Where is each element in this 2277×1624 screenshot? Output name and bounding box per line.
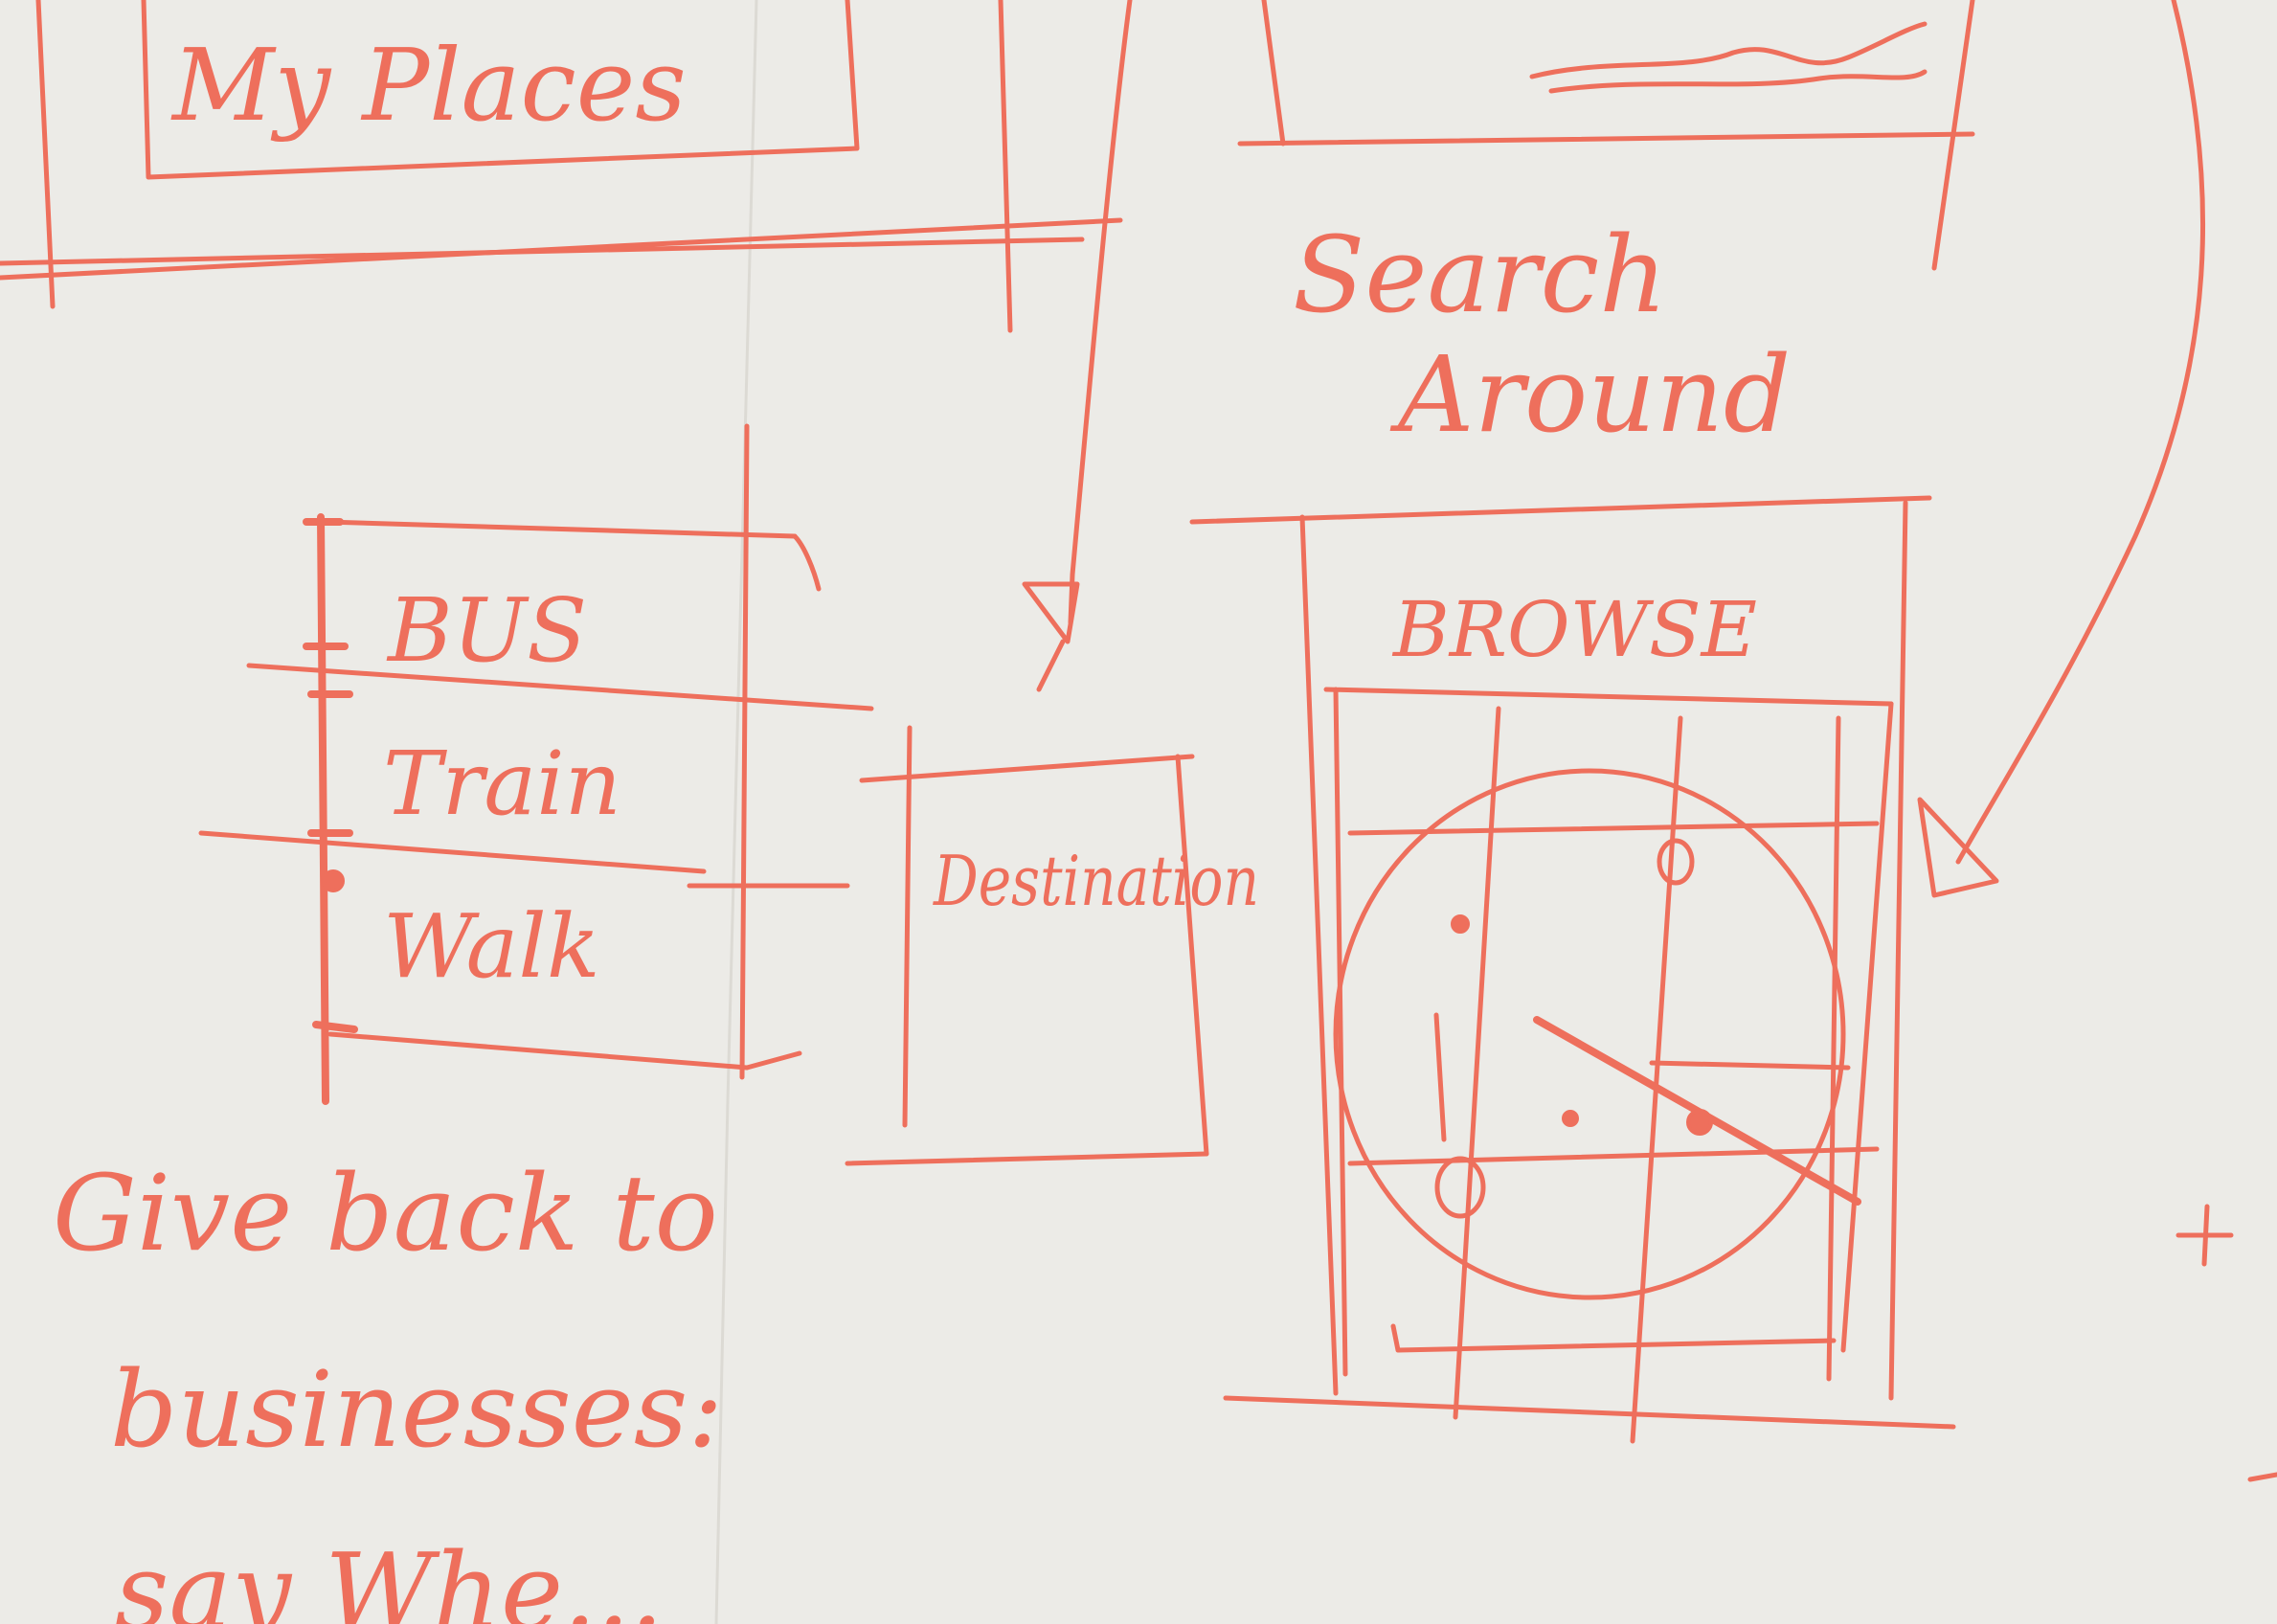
- squiggle-line: [1529, 21, 1928, 79]
- paper-crease: [714, 0, 758, 1624]
- my-places-label: My Places: [170, 27, 687, 144]
- browse-panel: BROWSE: [1189, 495, 1956, 1430]
- top-left-screen: [0, 0, 1123, 333]
- map-point-icon: [1451, 914, 1470, 934]
- squiggle-line-2: [1548, 69, 1928, 94]
- destination-box[interactable]: Destination: [845, 725, 1259, 1166]
- menu-item-bus[interactable]: BUS: [386, 579, 587, 682]
- notes-line-1: Give back to: [53, 1152, 718, 1274]
- search-radius-circle: [1333, 768, 1846, 1300]
- menu-item-train[interactable]: Train: [383, 733, 621, 835]
- map-pin-icon[interactable]: [1657, 838, 1695, 886]
- transport-menu: [198, 423, 874, 1105]
- notes: Give back to businesses: say Whe...: [53, 1152, 723, 1624]
- browse-title: BROWSE: [1391, 585, 1757, 674]
- notes-line-2: businesses:: [110, 1348, 723, 1471]
- around-label: Around: [1389, 333, 1791, 456]
- my-places-box[interactable]: My Places: [141, 0, 860, 180]
- arrow-to-destination: [1022, 0, 1133, 692]
- search-around-heading: Search Around: [1293, 214, 1791, 456]
- map-point-icon: [1562, 1110, 1579, 1127]
- walk-label: Walk: [383, 895, 600, 998]
- bus-label: BUS: [386, 579, 587, 682]
- destination-label: Destination: [932, 841, 1259, 921]
- train-label: Train: [383, 733, 621, 835]
- top-right-screen: [1237, 0, 1975, 271]
- search-label: Search: [1293, 214, 1667, 336]
- map-point-icon: [1686, 1109, 1713, 1136]
- plus-mark: [2176, 1204, 2277, 1482]
- notes-line-3: say Whe...: [115, 1530, 664, 1624]
- arrow-to-browse: [1917, 0, 2206, 898]
- map-pin-icon[interactable]: [1434, 1156, 1486, 1219]
- map-view[interactable]: [1323, 687, 1894, 1444]
- menu-item-walk[interactable]: Walk: [383, 895, 600, 998]
